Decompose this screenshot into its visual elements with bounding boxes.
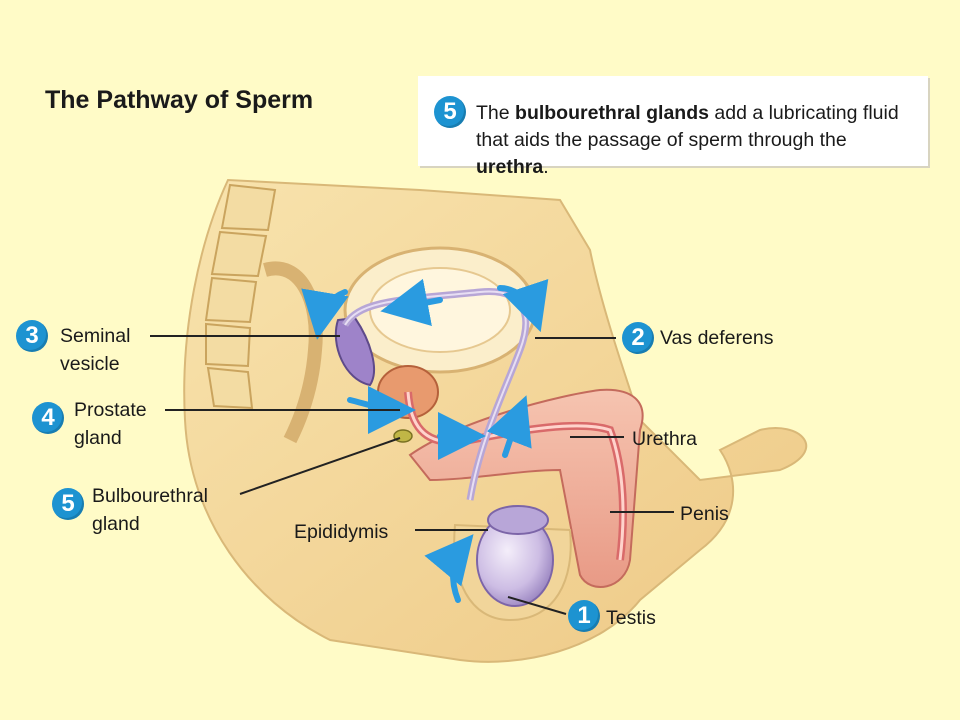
info-callout (418, 76, 928, 166)
flow-arrows (301, 278, 549, 603)
callout-bold-2: urethra (476, 156, 544, 178)
label-seminal-vesicle-line2: vesicle (60, 353, 120, 375)
callout-bold-1: bulbourethral glands (515, 102, 709, 124)
label-bulbourethral-gland: Bulbourethral gland (92, 482, 208, 538)
label-urethra: Urethra (632, 428, 698, 450)
label-prostate-gland: Prostate gland (74, 396, 147, 452)
step-badge-2: 2 (622, 322, 654, 354)
label-testis: Testis (606, 607, 656, 629)
step-badge-5: 5 (52, 488, 84, 520)
callout-text-1: The (476, 102, 516, 124)
label-bulbourethral-gland-line1: Bulbourethral (92, 485, 208, 507)
epididymis-shape (487, 505, 549, 535)
label-vas-deferens: Vas deferens (660, 327, 774, 349)
label-bulbourethral-gland-line2: gland (92, 513, 140, 535)
callout-step-badge: 5 (434, 96, 466, 128)
label-seminal-vesicle: Seminal vesicle (60, 322, 130, 378)
callout-text-3: . (543, 156, 549, 178)
callout-text-2: add a lubricating fluid that aids the pa… (476, 102, 899, 151)
label-epididymis: Epididymis (294, 521, 389, 543)
leader-lines (150, 335, 674, 615)
label-seminal-vesicle-line1: Seminal (60, 325, 131, 347)
label-penis: Penis (680, 503, 729, 525)
step-badge-3: 3 (16, 320, 48, 352)
step-badge-4: 4 (32, 402, 64, 434)
label-prostate-gland-line1: Prostate (74, 399, 147, 421)
rectum (263, 261, 323, 444)
callout-text: The bulbourethral glands add a lubricati… (476, 100, 916, 181)
step-badge-1: 1 (568, 600, 600, 632)
label-prostate-gland-line2: gland (74, 427, 122, 449)
spine-vertebrae (204, 183, 277, 410)
page-title: The Pathway of Sperm (45, 86, 314, 114)
